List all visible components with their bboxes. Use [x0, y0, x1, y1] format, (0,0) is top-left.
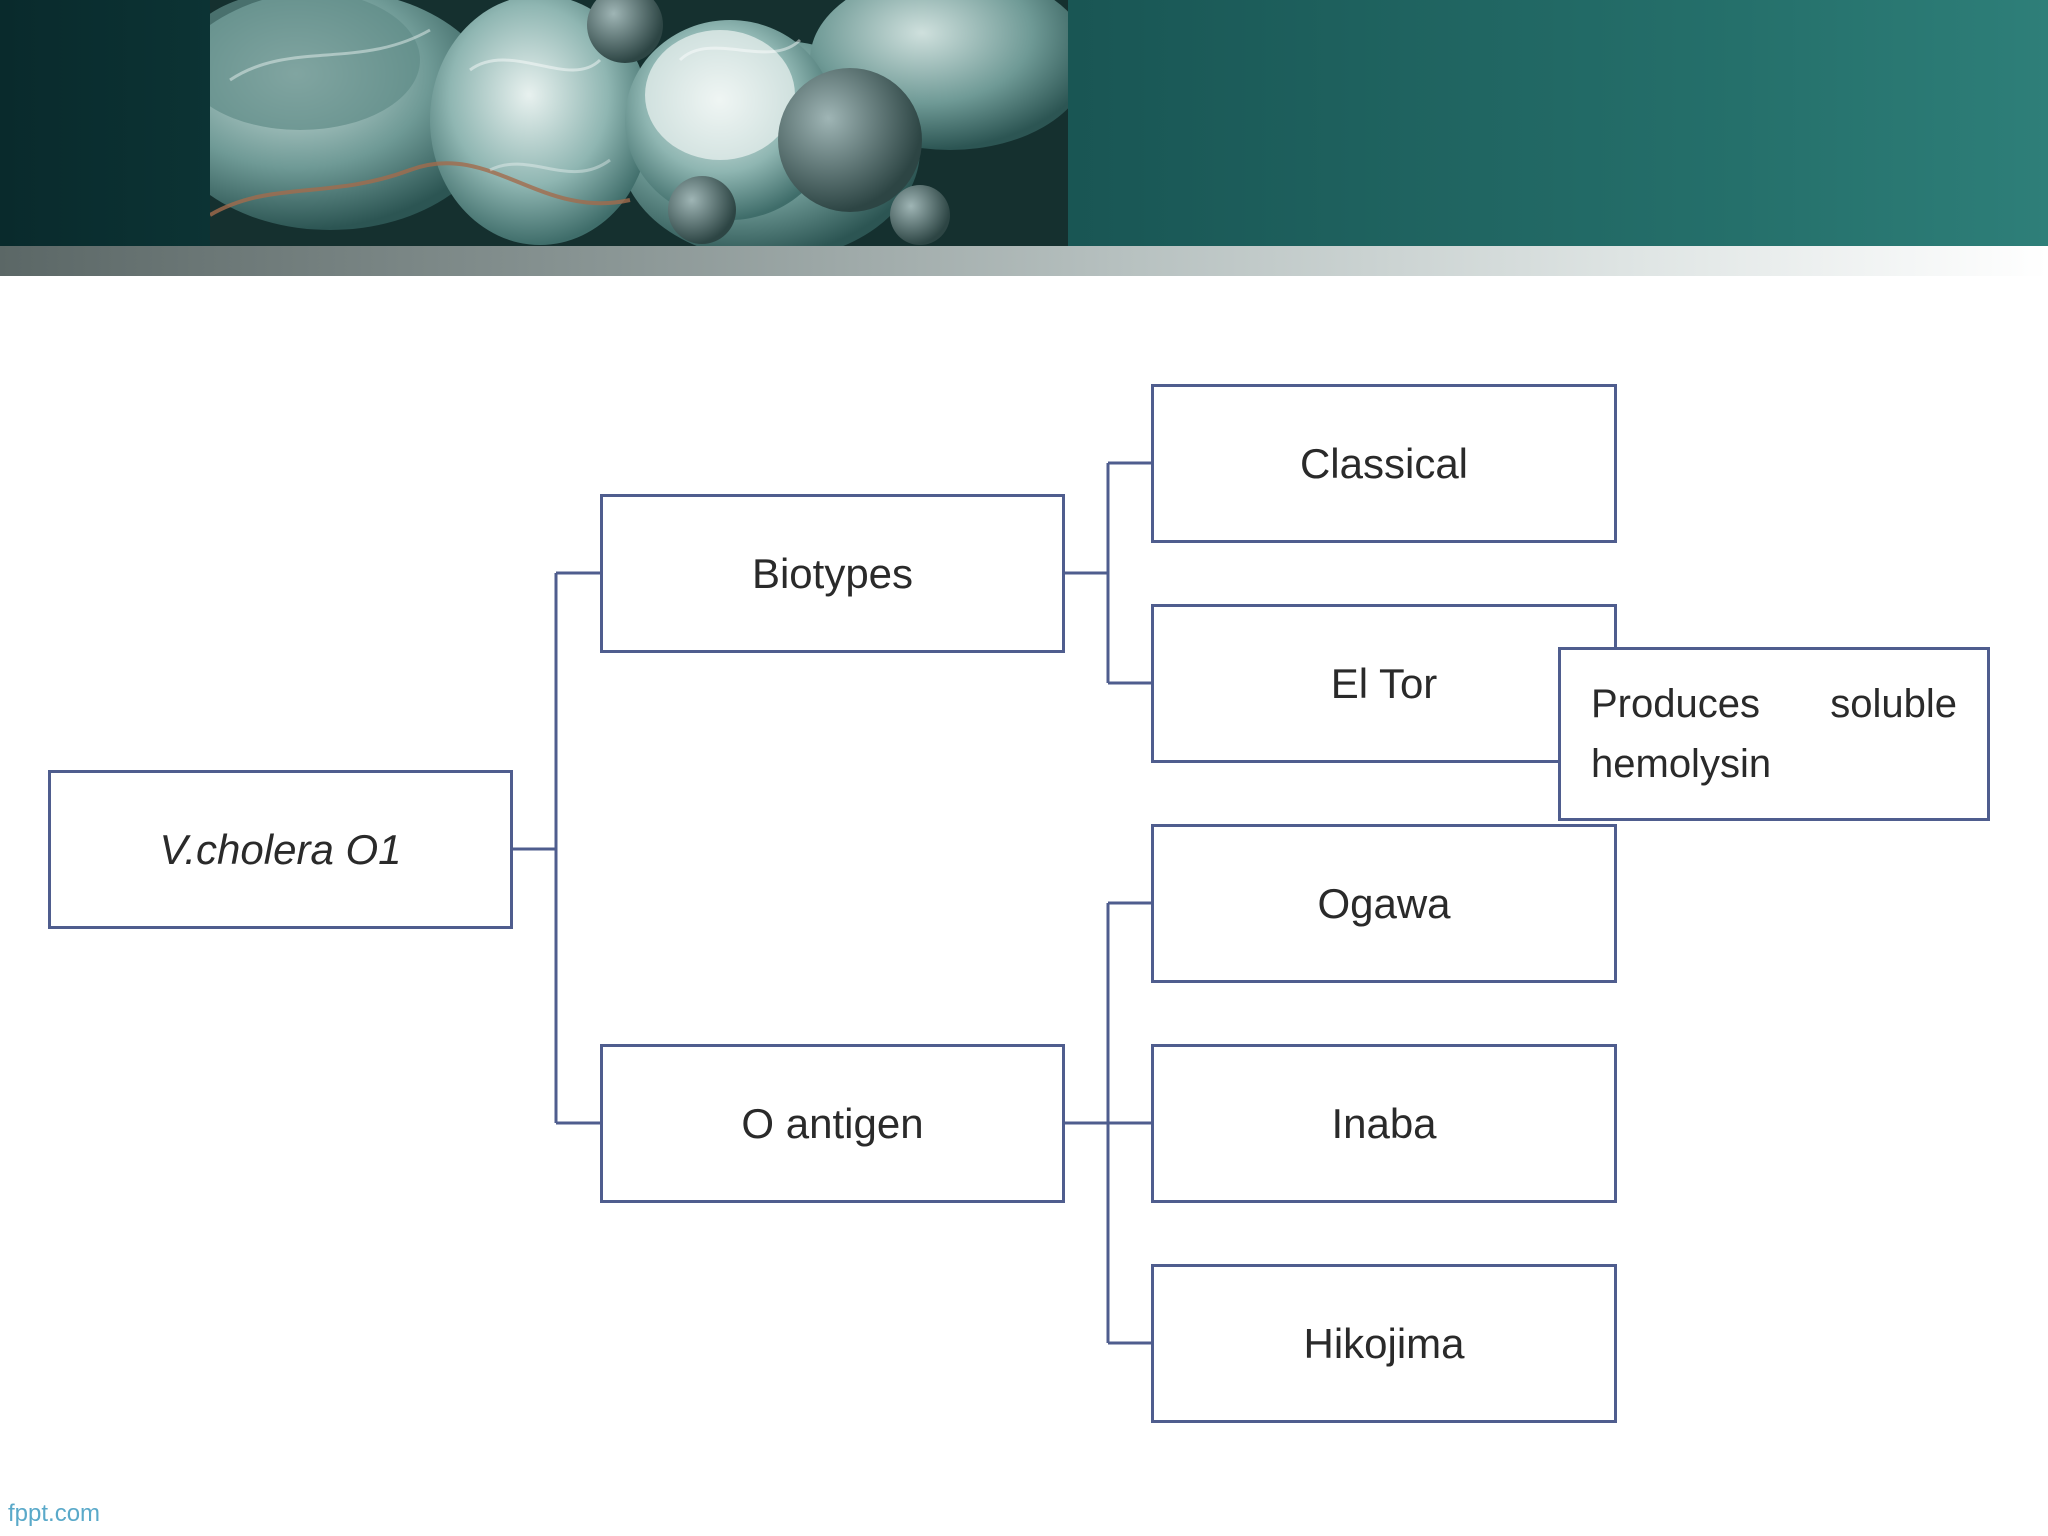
branch-node-o-antigen: O antigen [600, 1044, 1065, 1203]
leaf-node-classical: Classical [1151, 384, 1617, 543]
leaf-node-label: Hikojima [1303, 1319, 1465, 1367]
leaf-node-hikojima: Hikojima [1151, 1264, 1617, 1423]
leaf-node-label: Classical [1299, 439, 1469, 487]
leaf-node-ogawa: Ogawa [1151, 824, 1617, 983]
leaf-node-el-tor: El Tor [1151, 604, 1617, 763]
header-microscopy-image [210, 0, 1068, 246]
slide-header-banner [0, 0, 2048, 246]
branch-node-label: Biotypes [751, 549, 914, 597]
leaf-node-label: Inaba [1331, 1099, 1437, 1147]
annotation-note: Produces soluble hemolysin [1558, 647, 1990, 821]
branch-node-label: O antigen [741, 1099, 924, 1147]
root-node-label: V.cholera O1 [159, 825, 402, 873]
leaf-node-label: Ogawa [1317, 879, 1451, 927]
leaf-node-label: El Tor [1330, 659, 1438, 707]
root-node: V.cholera O1 [48, 770, 513, 929]
leaf-node-inaba: Inaba [1151, 1044, 1617, 1203]
header-divider-band [0, 246, 2048, 276]
branch-node-biotypes: Biotypes [600, 494, 1065, 653]
footer-brand-link[interactable]: fppt.com [8, 1500, 101, 1527]
